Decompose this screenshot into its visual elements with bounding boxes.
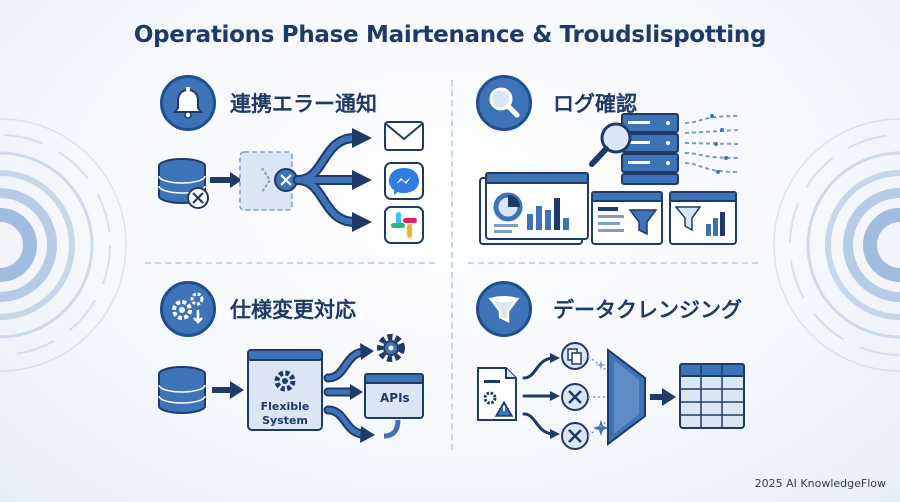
log-window xyxy=(591,191,663,245)
section-title-log-check: ログ確認 xyxy=(553,92,637,116)
divider-vertical xyxy=(451,80,453,450)
apis-label: APIs xyxy=(380,391,410,405)
document-icon xyxy=(477,367,517,421)
flexible-label: Flexible xyxy=(260,400,310,413)
remove-x-icon xyxy=(561,383,589,411)
footer-credit: 2025 AI KnowledgeFlow xyxy=(754,477,886,490)
divider-horizontal-right xyxy=(468,262,758,264)
filter-chart-window xyxy=(669,191,737,245)
divider-horizontal-left xyxy=(145,262,435,264)
magnifier-icon xyxy=(589,122,632,167)
flexible-system-label: Flexible System xyxy=(248,400,322,428)
magnifier-icon xyxy=(476,75,532,131)
slack-icon xyxy=(384,206,424,244)
section-title-error-notify: 連携エラー通知 xyxy=(230,92,377,116)
gear-icon xyxy=(274,370,296,392)
database-icon xyxy=(158,366,206,414)
duplicate-icon xyxy=(561,342,589,370)
mail-icon xyxy=(384,121,424,151)
table-icon xyxy=(679,363,745,429)
remove-x-icon xyxy=(561,422,589,450)
dashboard-window xyxy=(479,172,589,245)
section-title-data-cleansing: データクレンジング xyxy=(553,298,742,322)
page-title: Operations Phase Mairtenance & Troudslis… xyxy=(133,22,767,48)
funnel-icon xyxy=(476,281,532,337)
system-label: System xyxy=(262,414,308,427)
bell-icon xyxy=(160,75,216,131)
gears-icon xyxy=(160,281,216,337)
section-title-spec-change: 仕様変更対応 xyxy=(230,298,356,322)
messenger-icon xyxy=(384,162,424,200)
gear-icon xyxy=(377,334,405,362)
